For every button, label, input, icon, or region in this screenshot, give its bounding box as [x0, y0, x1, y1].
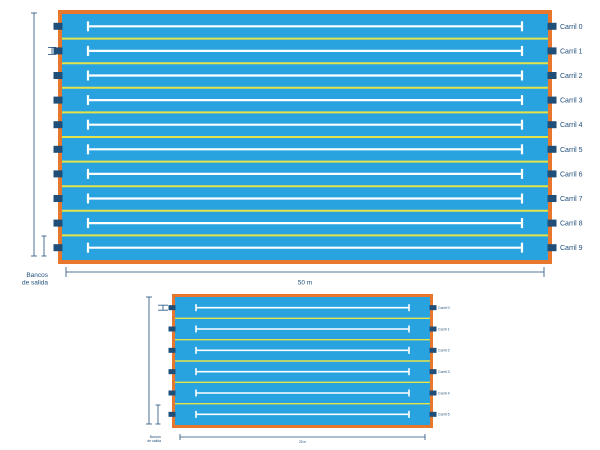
starting-block-right: [547, 96, 557, 104]
pool-1: Carril 0 Carril 1 Carril 2 Carril 3 Carril 4…: [22, 10, 583, 286]
lane-label: Carril 5: [560, 147, 583, 154]
lane-label: Carril 2: [560, 73, 583, 80]
starting-block-left: [53, 195, 63, 202]
starting-block-right: [429, 390, 437, 396]
starting-block-left: [168, 411, 176, 417]
starting-blocks-label: Bancos: [150, 435, 162, 439]
starting-block-right: [547, 121, 557, 129]
lane-label: Carril 2: [438, 349, 450, 353]
lane-label: Carril 4: [560, 122, 583, 129]
lane-label: Carril 9: [560, 245, 583, 252]
starting-block-left: [53, 121, 63, 129]
starting-block-left: [168, 369, 176, 375]
starting-block-left: [168, 326, 176, 332]
starting-block-right: [429, 305, 437, 311]
lane-label: Carril 7: [560, 196, 583, 203]
lane-label: Carril 0: [438, 306, 450, 310]
starting-block-left: [168, 305, 176, 311]
starting-block-right: [429, 347, 437, 353]
starting-block-right: [547, 145, 557, 153]
starting-block-left: [53, 170, 63, 178]
starting-blocks-label: de salida: [147, 439, 161, 443]
starting-block-left: [53, 219, 63, 227]
starting-block-left: [168, 347, 176, 353]
starting-block-right: [547, 244, 557, 252]
starting-block-right: [429, 326, 437, 332]
starting-block-left: [53, 72, 63, 79]
starting-blocks-label: Bancos: [26, 272, 48, 279]
starting-block-right: [429, 369, 437, 375]
lane-label: Carril 1: [560, 48, 583, 55]
starting-block-left: [53, 244, 63, 252]
starting-blocks-label: de salida: [22, 279, 48, 286]
lane-label: Carril 6: [560, 171, 583, 178]
lane-label: Carril 4: [438, 391, 450, 395]
lane-label: Carril 8: [560, 221, 583, 228]
starting-block-right: [429, 411, 437, 417]
pool-2: Carril 0 Carril 1 Carril 2 Carril 3 Carril 4…: [146, 294, 450, 444]
lane-label: Carril 0: [560, 24, 583, 31]
lane-label: Carril 1: [438, 327, 450, 331]
starting-block-right: [547, 47, 557, 55]
starting-block-left: [53, 96, 63, 104]
lane-label: Carril 3: [438, 370, 450, 374]
starting-block-right: [547, 219, 557, 227]
starting-block-left: [168, 390, 176, 396]
lane-label: Carril 5: [438, 413, 450, 417]
starting-block-left: [53, 47, 63, 55]
length-label: 50 m: [298, 279, 312, 286]
starting-block-left: [53, 145, 63, 153]
lane-label: Carril 3: [560, 98, 583, 105]
starting-block-left: [53, 22, 63, 30]
starting-block-right: [547, 22, 557, 30]
starting-block-right: [547, 72, 557, 79]
starting-block-right: [547, 170, 557, 178]
starting-block-right: [547, 195, 557, 202]
length-label: 25 m: [299, 440, 306, 444]
